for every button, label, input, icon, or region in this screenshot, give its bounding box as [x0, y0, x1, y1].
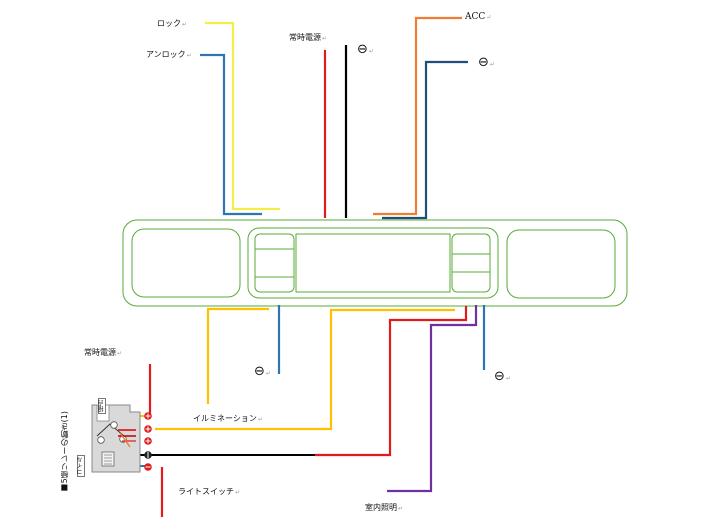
panel-center-left-box [254, 233, 295, 293]
panel-outer [122, 219, 628, 307]
label-constant-power-top: 常時電源↵ [289, 33, 328, 42]
minus-icon-bottom-left: ⊖↵ [254, 364, 271, 379]
label-constant-power-left: 常時電源↵ [84, 348, 123, 357]
wire-ground-blue-top [382, 60, 468, 220]
minus-icon-top-right: ⊖↵ [478, 55, 495, 70]
terminal-plus-3 [144, 437, 152, 445]
wire-illumination [155, 308, 455, 431]
label-lock: ロック↵ [157, 19, 188, 28]
panel-center-frame [247, 227, 499, 299]
terminal-minus [144, 463, 152, 471]
wire-acc [373, 16, 462, 216]
wire-unlock [200, 53, 262, 216]
minus-icon-bottom-right: ⊖↵ [494, 369, 511, 384]
panel-center-display [295, 233, 451, 293]
panel-center-right-box [451, 233, 491, 293]
wire-illumination-left [206, 307, 269, 404]
label-acc: ACC↵ [465, 12, 492, 22]
label-relay-contact: 接点 [98, 398, 106, 414]
label-relay-title: ■5極リレーの動き(1) [60, 411, 69, 493]
wire-lock [205, 21, 280, 211]
relay-body [91, 404, 141, 473]
minus-icon-top-center: ⊖↵ [357, 42, 374, 57]
terminal-ground [144, 451, 152, 459]
panel-left-slot [131, 228, 241, 298]
terminal-plus-1 [144, 412, 152, 420]
label-relay-coil: コイル [77, 455, 85, 477]
wire-light-switch [315, 306, 468, 457]
label-illumination: イルミネーション↵ [193, 414, 263, 423]
label-light-switch: ライトスイッチ↵ [178, 487, 241, 496]
wire-interior-light [387, 305, 478, 493]
label-unlock: アンロック↵ [146, 50, 192, 59]
terminal-plus-2 [144, 425, 152, 433]
panel-right-slot [506, 229, 616, 299]
label-interior-light: 室内照明↵ [365, 503, 404, 512]
